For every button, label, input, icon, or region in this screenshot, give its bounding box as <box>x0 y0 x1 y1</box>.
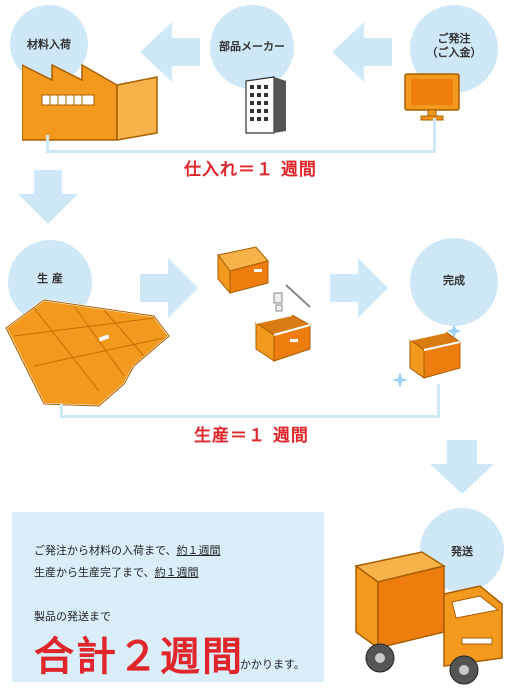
arrow-down-icon <box>430 440 494 494</box>
arrow-right-icon <box>330 258 388 318</box>
complete-step-circle <box>410 238 498 326</box>
arrow-right-icon <box>140 258 198 318</box>
flat-cardboard-icon <box>4 298 171 408</box>
purchase-bracket-bottom <box>46 150 436 153</box>
production-step-label: 生 産 <box>37 272 63 285</box>
complete-step-label: 完成 <box>443 274 465 287</box>
factory-icon <box>22 63 158 141</box>
order-step-label: ご発注 （ご入金） <box>426 32 482 59</box>
maker-step-circle <box>210 5 294 89</box>
total-duration: 合計２週間 <box>34 634 244 680</box>
summary-line-1-prefix: ご発注から材料の入荷まで、 <box>34 544 177 557</box>
production-bracket-bottom <box>60 415 440 418</box>
production-bracket-left <box>60 404 63 418</box>
monitor-icon <box>404 73 460 121</box>
summary-line-1-value: 約１週間 <box>176 544 221 557</box>
completed-box-icon <box>392 324 462 388</box>
summary-line-2: 生産から生産完了まで、約１週間 <box>34 564 199 580</box>
purchase-duration-label: 仕入れ＝１ 週間 <box>178 155 323 180</box>
maker-step-label: 部品メーカー <box>219 40 285 53</box>
summary-line-2-prefix: 生産から生産完了まで、 <box>34 566 155 579</box>
arrow-left-icon <box>140 22 200 82</box>
material-step-label: 材料入荷 <box>27 38 71 51</box>
shipping-step-label: 発送 <box>451 545 473 558</box>
purchase-bracket-left <box>46 135 49 153</box>
truck-icon <box>354 551 503 685</box>
box-parts-icon <box>217 246 312 362</box>
arrow-left-icon <box>332 22 392 82</box>
production-bracket-right <box>437 384 440 418</box>
summary-line-3: 製品の発送まで <box>34 610 111 623</box>
arrow-down-icon <box>18 170 78 224</box>
building-icon <box>245 76 286 134</box>
summary-box: ご発注から材料の入荷まで、約１週間 生産から生産完了まで、約１週間 製品の発送ま… <box>12 512 324 682</box>
total-suffix: かかります。 <box>240 658 305 671</box>
summary-line-1: ご発注から材料の入荷まで、約１週間 <box>34 542 221 558</box>
purchase-bracket-right <box>433 118 436 153</box>
summary-line-2-value: 約１週間 <box>154 566 199 579</box>
production-duration-label: 生産＝１ 週間 <box>188 421 315 446</box>
